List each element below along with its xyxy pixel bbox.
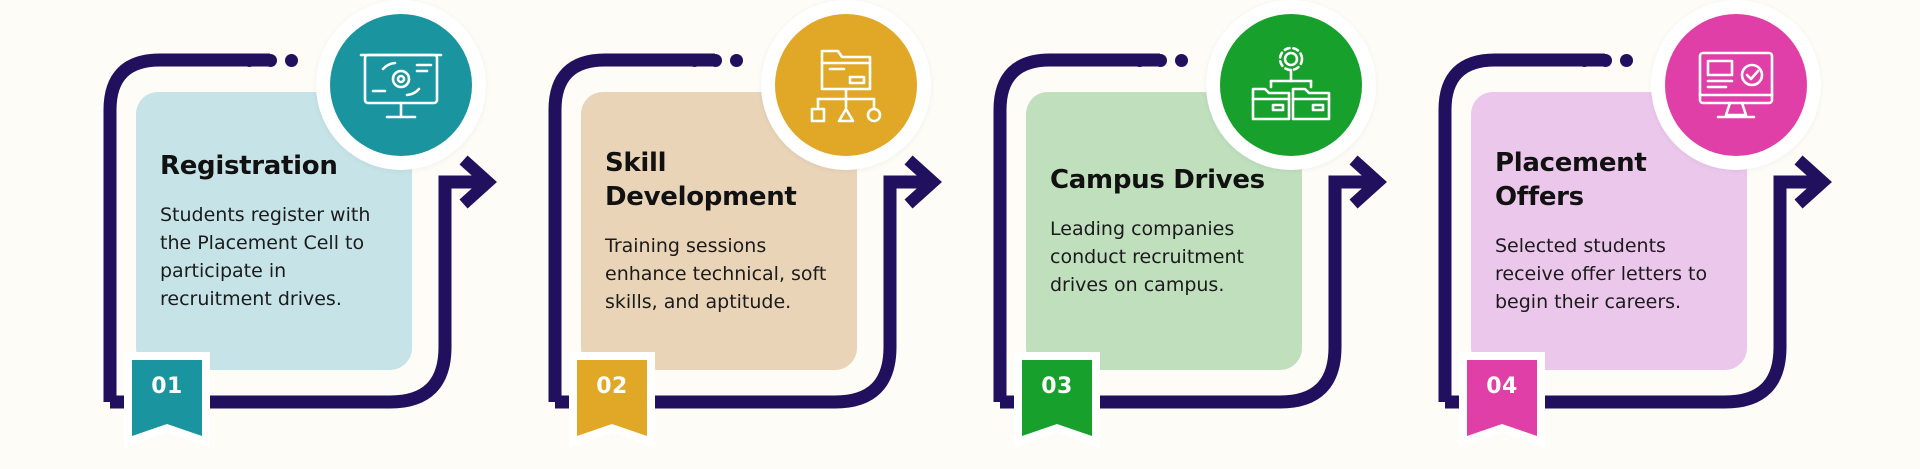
step-number: 01 <box>151 374 183 399</box>
step-registration: Registration Students register with the … <box>100 0 540 469</box>
step-title: Registration <box>160 151 338 181</box>
step-number: 02 <box>596 374 628 399</box>
decorative-dots <box>1578 54 1633 67</box>
step-title: Campus Drives <box>1050 165 1265 195</box>
step-title: Placement Offers <box>1495 148 1647 212</box>
step-frame <box>1438 53 1832 409</box>
decorative-dots <box>243 54 298 67</box>
step-description: Leading companies conduct recruitment dr… <box>1050 218 1244 296</box>
folder-structure-icon <box>810 49 882 123</box>
icon-circle <box>1665 14 1807 156</box>
icon-circle <box>1220 14 1362 156</box>
step-number: 03 <box>1041 374 1073 399</box>
icon-circle <box>330 14 472 156</box>
step-description: Selected students receive offer letters … <box>1495 235 1708 313</box>
step-description: Training sessions enhance technical, sof… <box>605 235 827 313</box>
step-number-badge: 03 <box>1014 352 1100 448</box>
monitor-check-icon <box>1698 51 1774 119</box>
step-title: Skill Development <box>605 148 797 212</box>
icon-circle <box>775 14 917 156</box>
step-skill-development: Skill Development Training sessions enha… <box>545 0 985 469</box>
step-number-badge: 04 <box>1459 352 1545 448</box>
step-placement-offers: Placement Offers Selected students recei… <box>1435 0 1875 469</box>
decorative-dots <box>688 54 743 67</box>
gear-folders-icon <box>1251 46 1331 121</box>
step-campus-drives: Campus Drives Leading companies conduct … <box>990 0 1430 469</box>
step-number: 04 <box>1486 374 1518 399</box>
step-description: Students register with the Placement Cel… <box>160 204 371 310</box>
decorative-dots <box>1133 54 1188 67</box>
step-frame <box>103 53 497 409</box>
step-frame <box>548 53 942 409</box>
step-number-badge: 02 <box>569 352 655 448</box>
step-number-badge: 01 <box>124 352 210 448</box>
step-frame <box>993 53 1387 409</box>
step-card: Skill Development Training sessions enha… <box>581 92 857 370</box>
presentation-board-icon <box>359 53 443 119</box>
